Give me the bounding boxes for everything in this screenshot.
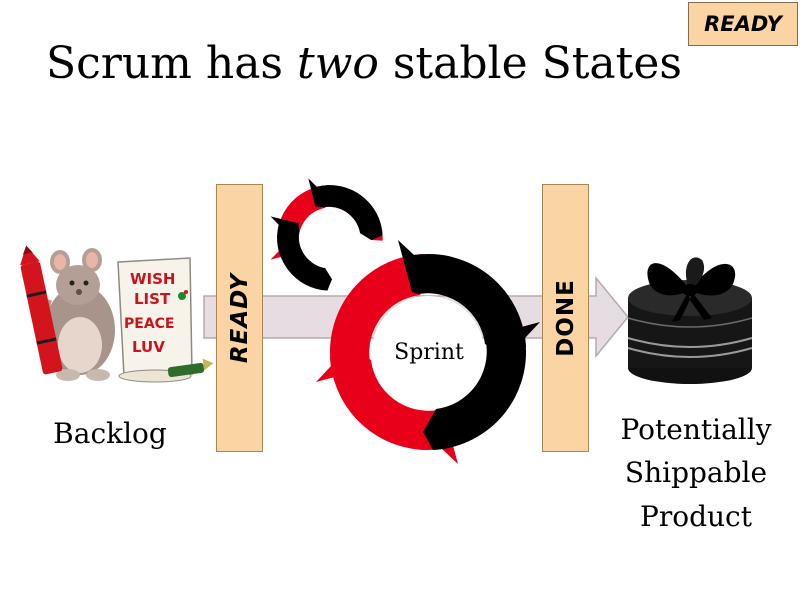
product-caption-line-1: Potentially	[620, 413, 772, 446]
svg-text:LIST: LIST	[134, 290, 171, 308]
svg-text:WISH: WISH	[130, 270, 175, 288]
sprint-cycle	[316, 240, 540, 464]
svg-text:PEACE: PEACE	[124, 316, 175, 332]
backlog-caption: Backlog	[53, 417, 167, 450]
product-caption: Potentially Shippable Product	[606, 408, 786, 538]
title-part1: Scrum has	[46, 38, 298, 89]
svg-text:LUV: LUV	[132, 338, 165, 356]
title-emphasis: two	[297, 38, 379, 89]
ready-gate-label: READY	[226, 272, 253, 364]
ready-gate: READY	[216, 184, 263, 452]
slide-title: Scrum has two stable States	[46, 38, 682, 89]
title-part2: stable States	[378, 38, 682, 89]
ready-badge-label: READY	[704, 12, 782, 36]
gift-box-illustration	[627, 257, 753, 384]
done-gate-label: DONE	[552, 279, 579, 357]
small-cycle	[270, 178, 383, 291]
ready-badge: READY	[688, 2, 798, 46]
product-caption-line-3: Product	[640, 499, 752, 533]
sprint-label: Sprint	[394, 340, 464, 365]
done-gate: DONE	[542, 184, 589, 452]
backlog-mouse-illustration: WISH LIST PEACE LUV	[20, 245, 214, 383]
product-caption-line-2: Shippable	[624, 456, 768, 490]
